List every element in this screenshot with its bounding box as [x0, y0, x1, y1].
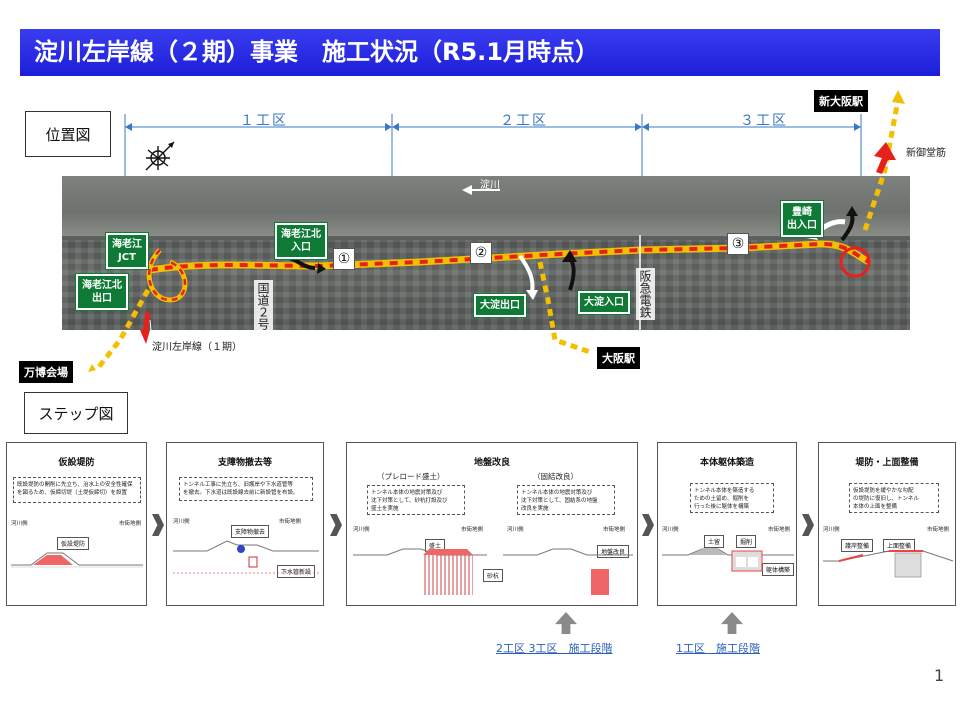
step-arrow-3 — [642, 514, 654, 536]
step-4-diagram — [662, 548, 794, 572]
step-note-5: 仮設堤防を緩やかな勾配 の堤防に復旧し、トンネル 本体の上面を整備 — [849, 483, 939, 513]
temp-levee-tag: 仮設堤防 — [57, 537, 90, 550]
ebie-north-entrance-sign: 海老江北 入口 — [275, 223, 327, 259]
stage-link-section-1[interactable]: 1工区 施工段階 — [676, 642, 760, 655]
osaka-station-label: 大阪駅 — [597, 347, 640, 369]
shinmidosuji-label: 新御堂筋 — [906, 148, 946, 159]
step-arrow-1 — [152, 514, 164, 536]
step-3-sub2: （固結改良） — [533, 472, 578, 481]
shin-osaka-station-label: 新大阪駅 — [814, 90, 868, 112]
title-bar: 淀川左岸線（２期）事業 施工状況（R5.1月時点） — [20, 29, 940, 76]
ebie-north-exit-sign: 海老江北 出口 — [76, 274, 128, 310]
route2-label: 国道２号 — [254, 280, 273, 332]
step-arrow-2 — [330, 514, 342, 536]
river-area — [62, 176, 910, 236]
step-card-5: 堤防・上面整備 仮設堤防を緩やかな勾配 の堤防に復旧し、トンネル 本体の上面を整… — [818, 442, 956, 606]
step-card-1: 仮設堤防 既設堤防の開削に先立ち、治水上の安全性確保 を図るため、仮締切堤（土堤… — [6, 442, 147, 606]
ebie-jct-sign: 海老江 JCT — [106, 233, 148, 269]
oyodo-exit-sign: 大淀出口 — [474, 294, 526, 317]
step-5-diagram — [823, 550, 954, 578]
hankyu-label: 阪急電鉄 — [636, 268, 655, 320]
step-title-1: 仮設堤防 — [58, 458, 95, 468]
step-title-2: 支障物撤去等 — [217, 458, 272, 468]
city-side-label: 市街地側 — [603, 527, 626, 533]
river-side-label: 河川側 — [173, 519, 190, 525]
step-3-diagram — [353, 548, 633, 595]
body-construction-tag: 躯体構築 — [762, 563, 795, 576]
step-2-diagram — [173, 540, 319, 574]
step-note-4: トンネル本体を築造する ための土留め、掘削を 行った後に躯体を構築 — [690, 483, 774, 513]
sand-pile-tag: 砂杭 — [483, 569, 504, 582]
obstacle-removal-tag: 支障物撤去 — [231, 525, 270, 538]
section-2-label: ２工区 — [500, 113, 548, 129]
oyodo-entrance-sign: 大淀入口 — [578, 291, 630, 314]
excavation-tag: 掘削 — [736, 535, 757, 548]
step-3-sub1: （プレロード盛土） — [377, 472, 445, 481]
section-1-label: １工区 — [240, 113, 288, 129]
work-point-2: ② — [470, 242, 492, 264]
shoring-tag: 土留 — [704, 535, 725, 548]
river-side-label: 河川側 — [823, 527, 840, 533]
step-note-3b: トンネル本体の地震対策及び 沈下対策として、固結系の地盤 改良を実施 — [517, 485, 615, 515]
city-side-label: 市街地側 — [768, 527, 791, 533]
step-card-2: 支障物撤去等 トンネル工事に先立ち、旧護岸や下水道管等 を撤去。下水道は既設線去… — [166, 442, 324, 606]
step-arrow-4 — [802, 514, 814, 536]
step-title-5: 堤防・上面整備 — [855, 458, 919, 468]
step-title-3: 地盤改良 — [473, 458, 510, 468]
step-label: ステップ図 — [24, 392, 128, 434]
page-number: 1 — [934, 666, 945, 685]
revetment-tag: 護岸整備 — [841, 539, 874, 552]
work-point-3: ③ — [727, 233, 749, 255]
city-side-label: 市街地側 — [279, 519, 302, 525]
compass-icon — [145, 141, 175, 171]
step-title-4: 本体躯体築造 — [699, 458, 754, 468]
section-3-label: ３工区 — [740, 113, 788, 129]
route-phase1-label: 淀川左岸線（１期） — [150, 337, 244, 354]
expo-label: 万博会場 — [19, 361, 73, 383]
stage-arrow-2 — [721, 612, 743, 634]
river-side-label: 河川側 — [11, 521, 28, 527]
toyosaki-sign: 豊崎 出入口 — [781, 201, 823, 237]
step-note-3a: トンネル本体の地震対策及び 沈下対策として、砂杭打設及び 盛土を実施 — [367, 485, 465, 515]
river-side-label: 河川側 — [662, 527, 679, 533]
yodogawa-label: 淀川 — [480, 180, 500, 191]
step-1-diagram — [11, 552, 143, 568]
page-title: 淀川左岸線（２期）事業 施工状況（R5.1月時点） — [34, 38, 599, 66]
step-note-2: トンネル工事に先立ち、旧護岸や下水道管等 を撤去。下水道は既設線去前に新設管を布… — [179, 477, 313, 501]
step-card-3: 地盤改良 （プレロード盛土） （固結改良） トンネル本体の地震対策及び 沈下対策… — [346, 442, 638, 606]
stage-link-sections-2-3[interactable]: 2工区 3工区 施工段階 — [496, 642, 613, 655]
river-side-label: 河川側 — [353, 527, 370, 533]
step-note-1: 既設堤防の開削に先立ち、治水上の安全性確保 を図るため、仮締切堤（土堤仮締切）を… — [13, 477, 141, 503]
location-label: 位置図 — [25, 111, 111, 157]
work-point-1: ① — [333, 248, 355, 270]
city-side-label: 市街地側 — [927, 527, 950, 533]
city-side-label: 市街地側 — [119, 521, 142, 527]
sewer-new-tag: 下水管新設 — [277, 565, 316, 578]
river-side-label: 河川側 — [507, 527, 524, 533]
step-card-4: 本体躯体築造 トンネル本体を築造する ための土留め、掘削を 行った後に躯体を構築… — [657, 442, 797, 606]
city-side-label: 市街地側 — [461, 527, 484, 533]
stage-arrow-1 — [555, 612, 577, 634]
